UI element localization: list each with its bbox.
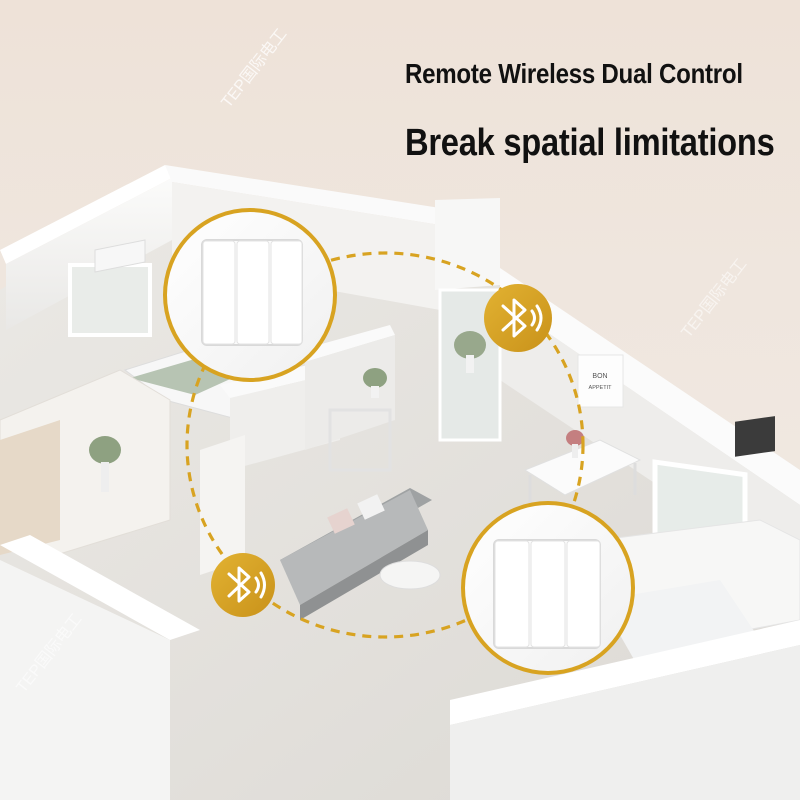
bluetooth-icon xyxy=(501,298,543,338)
right-back-wall xyxy=(500,268,800,505)
plant xyxy=(89,436,121,492)
wall-sign-line2: APPETIT xyxy=(589,385,613,391)
switch-closeup-bottom xyxy=(461,501,635,675)
cushion xyxy=(327,508,355,534)
cushion xyxy=(357,494,385,520)
front-wall-left xyxy=(0,535,200,640)
front-wall-left-face xyxy=(0,560,170,800)
switch-closeup-top xyxy=(163,208,337,382)
back-wall-left xyxy=(0,165,172,264)
back-wall-top xyxy=(165,165,440,225)
plant xyxy=(363,368,387,398)
bedroom-window xyxy=(68,263,152,337)
coffee-table xyxy=(379,560,441,590)
wall-sign-line1: BON xyxy=(592,373,607,380)
sofa-seat xyxy=(280,490,428,605)
wireless-link-ring xyxy=(185,251,585,639)
back-wall-left-face xyxy=(6,178,172,330)
shelf xyxy=(328,408,392,472)
wall-sign: BON APPETIT xyxy=(577,354,624,408)
three-gang-switch-icon xyxy=(201,239,303,346)
corner-pillar xyxy=(435,198,500,290)
front-wall-right xyxy=(450,620,800,725)
front-wall-right-face xyxy=(450,645,800,800)
headline-primary: Remote Wireless Dual Control xyxy=(405,58,743,89)
bluetooth-icon xyxy=(227,566,266,603)
headline-secondary: Break spatial limitations xyxy=(405,122,775,164)
plant xyxy=(566,430,584,458)
wardrobe-side xyxy=(0,420,60,555)
plant xyxy=(454,331,486,373)
window-blind xyxy=(94,239,146,273)
bluetooth-badge-bottom xyxy=(211,553,275,617)
three-gang-switch-icon xyxy=(493,539,601,649)
partition-low xyxy=(300,325,395,362)
stove xyxy=(735,416,775,457)
bluetooth-badge-top xyxy=(484,284,552,352)
partition-low-face xyxy=(305,335,395,450)
sofa-base xyxy=(300,530,428,620)
